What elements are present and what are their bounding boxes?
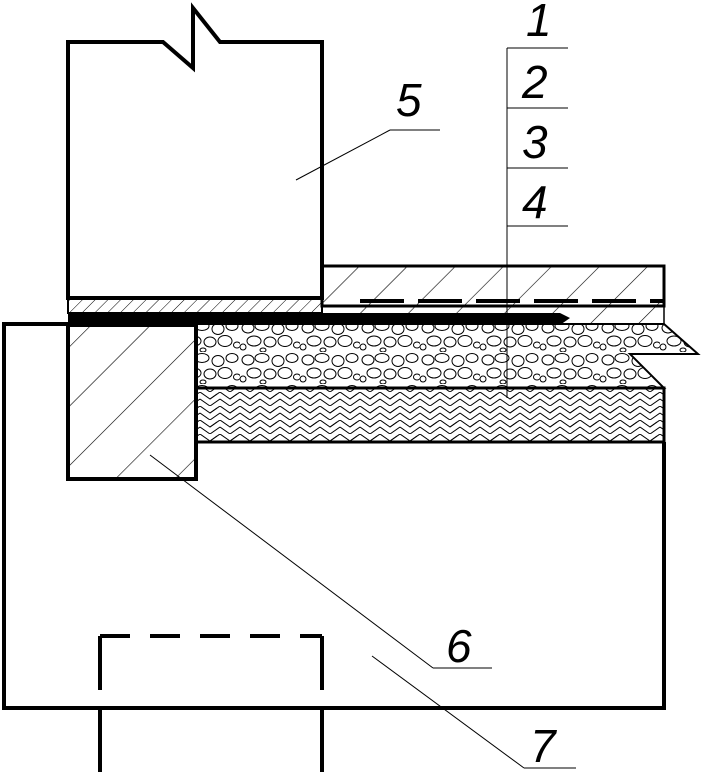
callout-3: 3 [522, 116, 548, 168]
embedded-bracket [98, 634, 324, 772]
callout-5: 5 [396, 74, 422, 126]
layer-4 [194, 386, 666, 444]
callout-6: 6 [446, 620, 472, 672]
callout-1: 1 [526, 0, 552, 46]
membrane [68, 313, 570, 325]
callout-7: 7 [530, 720, 557, 772]
layer-3-gravel [195, 323, 701, 389]
wall-base-strip [67, 297, 323, 314]
callout-4: 4 [522, 176, 548, 228]
callout-2: 2 [521, 56, 548, 108]
leader-lines [149, 47, 576, 769]
block-6 [66, 323, 198, 481]
wall-5 [66, 2, 324, 300]
